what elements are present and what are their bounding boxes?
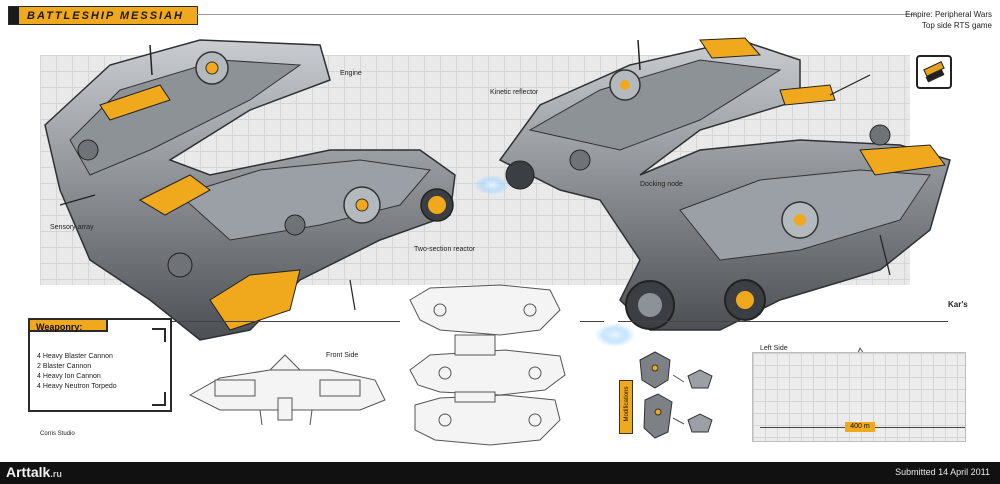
label-engine: Engine: [340, 70, 362, 77]
weaponry-panel: Weaponry: 4 Heavy Blaster Cannon 2 Blast…: [28, 318, 172, 412]
engine-glow-icon: [474, 175, 510, 195]
site-logo[interactable]: Arttalk.ru: [6, 464, 62, 480]
header-divider: [196, 14, 916, 15]
section-divider-mid: [580, 321, 604, 322]
game-info-line2: Top side RTS game: [921, 21, 992, 30]
section-divider-right: [618, 321, 948, 322]
ship-illustration-left: [44, 39, 456, 341]
front-side-schematic: [188, 354, 386, 426]
label-docking-node: Docking node: [640, 181, 683, 188]
artist-signature: Kar's: [948, 300, 968, 309]
game-info: Empire: Peripheral Wars Top side RTS gam…: [905, 9, 992, 31]
modifications-label: Modifications: [624, 386, 630, 422]
studio-credit: Corris Studio: [40, 431, 75, 437]
modifications-tag: Modifications: [619, 380, 633, 434]
label-left-side: Left Side: [760, 345, 788, 352]
ship-illustration-right: [474, 37, 951, 347]
weapon-item: 4 Heavy Neutron Torpedo: [37, 383, 117, 390]
weaponry-list: 4 Heavy Blaster Cannon 2 Blaster Cannon …: [37, 352, 117, 392]
footer-bar: Arttalk.ru Submitted 14 April 2011: [0, 462, 1000, 484]
label-two-section-reactor: Two-section reactor: [414, 246, 476, 253]
game-info-line1: Empire: Peripheral Wars: [905, 10, 992, 19]
concept-sheet: BATTLESHIP MESSIAH Empire: Peripheral Wa…: [8, 6, 992, 446]
top-schematic: [409, 284, 566, 446]
site-logo-text: Arttalk: [6, 464, 51, 480]
weapon-item: 4 Heavy Ion Cannon: [37, 373, 101, 380]
title-bar: BATTLESHIP MESSIAH: [8, 6, 198, 25]
page-title: BATTLESHIP MESSIAH: [27, 9, 185, 22]
weaponry-header: Weaponry:: [28, 318, 108, 332]
label-kinetic-reflector: Kinetic reflector: [490, 89, 539, 96]
site-logo-suffix: .ru: [50, 469, 62, 479]
weapon-item: 2 Blaster Cannon: [37, 363, 92, 370]
ship-illustrations: [44, 37, 961, 446]
modification-thumbnails: [639, 351, 713, 439]
label-front-side: Front Side: [326, 352, 359, 359]
section-divider-left: [170, 321, 400, 322]
dimension-label: 400 m: [845, 422, 875, 432]
submission-date: Submitted 14 April 2011: [895, 467, 990, 477]
ship-emblem-icon: [916, 55, 952, 89]
weapon-item: 4 Heavy Blaster Cannon: [37, 353, 113, 360]
label-sensory-array: Sensory array: [50, 224, 94, 231]
